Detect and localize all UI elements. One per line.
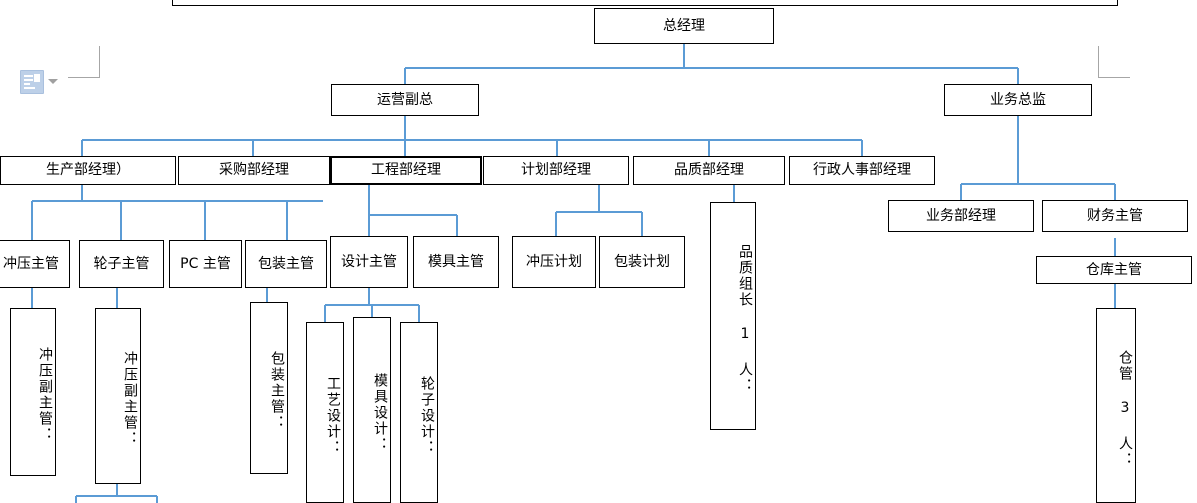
margin-corner-top-left <box>68 46 100 78</box>
node-production-manager[interactable]: 生产部经理） <box>0 156 176 185</box>
node-quality-manager[interactable]: 品质部经理 <box>633 156 785 185</box>
node-purchasing-manager[interactable]: 采购部经理 <box>178 156 330 185</box>
node-stamping-supervisor[interactable]: 冲压主管 <box>0 240 70 288</box>
node-stamping-deputy-2[interactable]: 冲压副主管： <box>95 308 141 484</box>
node-finance-supervisor[interactable]: 财务主管 <box>1042 200 1188 232</box>
node-hr-admin-manager[interactable]: 行政人事部经理 <box>789 156 935 185</box>
node-wheel-design[interactable]: 轮子设计： <box>400 322 438 503</box>
node-operations-vp[interactable]: 运营副总 <box>331 84 479 116</box>
node-warehouse-staff[interactable]: 仓管 3 人： <box>1096 308 1136 503</box>
node-packaging-supervisor-detail[interactable]: 包装主管： <box>250 302 288 474</box>
node-engineering-manager[interactable]: 工程部经理 <box>330 156 482 185</box>
node-stamping-plan[interactable]: 冲压计划 <box>512 236 596 288</box>
top-container-box <box>172 0 1118 6</box>
node-business-dept-manager[interactable]: 业务部经理 <box>888 200 1034 232</box>
node-packaging-plan[interactable]: 包装计划 <box>599 236 685 288</box>
node-packaging-supervisor[interactable]: 包装主管 <box>245 240 327 288</box>
chevron-down-icon[interactable] <box>48 79 58 84</box>
paste-options-icon[interactable] <box>20 70 44 94</box>
node-planning-manager[interactable]: 计划部经理 <box>483 156 629 185</box>
node-pc-supervisor[interactable]: PC 主管 <box>169 240 242 288</box>
node-wheel-supervisor[interactable]: 轮子主管 <box>79 240 164 288</box>
node-design-supervisor[interactable]: 设计主管 <box>330 236 408 288</box>
node-stamping-deputy-1[interactable]: 冲压副主管： <box>10 308 56 476</box>
node-mold-supervisor[interactable]: 模具主管 <box>413 236 499 288</box>
node-warehouse-supervisor[interactable]: 仓库主管 <box>1036 256 1192 284</box>
margin-corner-top-right <box>1098 46 1130 78</box>
node-mold-design[interactable]: 模具设计： <box>353 317 391 503</box>
node-quality-leader[interactable]: 品质组长 1 人： <box>710 202 756 430</box>
node-business-director[interactable]: 业务总监 <box>944 84 1092 116</box>
paste-options-tag[interactable] <box>20 70 60 94</box>
node-general-manager[interactable]: 总经理 <box>594 8 774 44</box>
node-process-design[interactable]: 工艺设计： <box>306 322 344 503</box>
